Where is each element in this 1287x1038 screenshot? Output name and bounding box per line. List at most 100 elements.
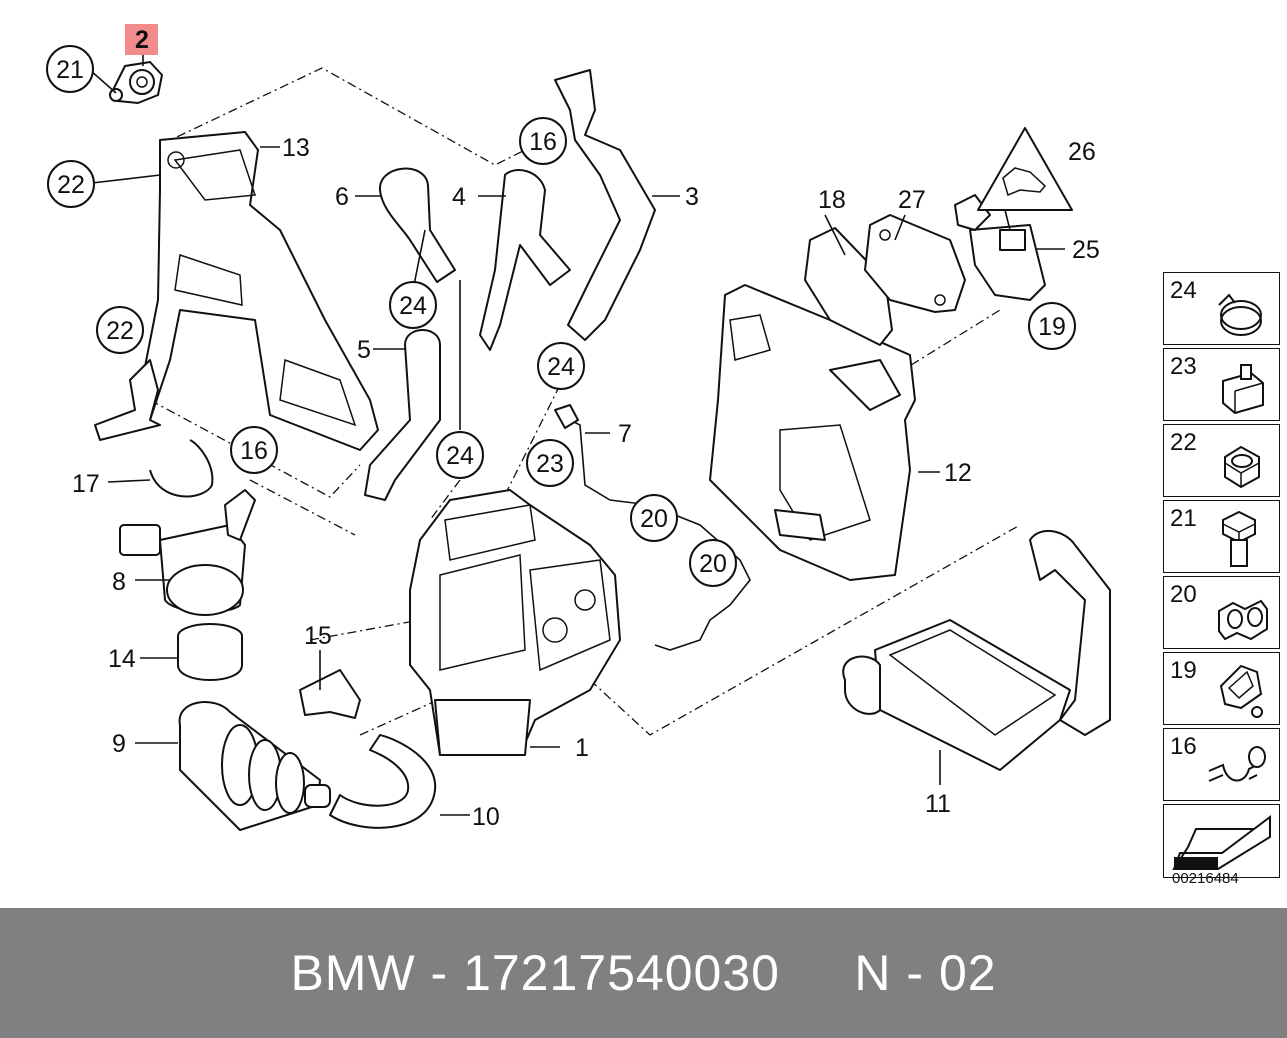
part-number-6: 6 (335, 183, 349, 211)
part-number-9: 9 (112, 730, 126, 758)
legend-number: 23 (1170, 353, 1197, 380)
legend-number: 19 (1170, 657, 1197, 684)
legend-item-23: 23 (1163, 348, 1280, 421)
leader-lines (89, 55, 1065, 816)
part-2-mount (109, 61, 163, 104)
highlight-box-part-2 (125, 24, 158, 55)
part-labels: 2 1 3 4 5 6 7 8 9 10 11 12 13 14 15 17 1… (72, 24, 1100, 831)
svg-text:21: 21 (56, 56, 84, 84)
callout-23: 23 (526, 439, 574, 487)
part-25-connector (954, 194, 1046, 301)
part-number-18: 18 (818, 186, 846, 214)
footer-banner: BMW - 17217540030 N - 02 (0, 908, 1287, 1038)
part-13-bracket (134, 131, 379, 451)
legend-number: 24 (1170, 277, 1197, 304)
svg-text:19: 19 (1038, 313, 1066, 341)
part-8-pump (119, 489, 256, 616)
hex-bolt-icon (1222, 510, 1256, 567)
part-11-muffler (842, 619, 1071, 771)
part-number-25: 25 (1072, 236, 1100, 264)
part-number-10: 10 (472, 803, 500, 831)
dash-line-right (589, 309, 1021, 736)
part-3-hose (554, 69, 656, 341)
callout-16-left: 16 (230, 426, 278, 474)
part-5-hose (364, 329, 441, 501)
part-27-cover (864, 214, 966, 313)
clip-nut-icon (1222, 364, 1264, 415)
legend-number: 16 (1170, 733, 1197, 760)
part-number-2: 2 (135, 26, 149, 54)
part-4-hose (479, 169, 571, 351)
holder-clip-icon (1219, 664, 1263, 718)
part-number-12: 12 (944, 459, 972, 487)
part-10-hose (329, 734, 437, 829)
legend-item-20: 20 (1163, 576, 1280, 649)
part-14-ring (177, 623, 243, 681)
part-number-7: 7 (618, 420, 632, 448)
part-6-hose (378, 167, 456, 283)
dash-line-center (429, 384, 561, 521)
part-15-bracket (299, 669, 361, 719)
part-number-11: 11 (925, 790, 951, 818)
footer-title: BMW - 17217540030 N - 02 (290, 945, 997, 1001)
part-number-1: 1 (575, 734, 589, 762)
callout-24-top: 24 (389, 281, 437, 329)
svg-text:23: 23 (536, 450, 564, 478)
hose-clamp-icon (1218, 293, 1262, 336)
part-number-26: 26 (1068, 138, 1096, 166)
callout-20-upper: 20 (630, 494, 678, 542)
dash-line-left (149, 399, 361, 536)
legend-number: 21 (1170, 505, 1197, 532)
legend-item-19: 19 (1163, 652, 1280, 725)
diagram-reference-number: 00216484 (1172, 870, 1239, 887)
legend-item-16: 16 (1163, 728, 1280, 801)
legend-number: 22 (1170, 429, 1197, 456)
part-18-gasket (804, 227, 893, 346)
callout-16-top: 16 (519, 117, 567, 165)
svg-text:24: 24 (399, 292, 427, 320)
legend-item-21: 21 (1163, 500, 1280, 573)
part-9-filter (178, 701, 331, 831)
part-number-5: 5 (357, 336, 371, 364)
svg-text:20: 20 (699, 550, 727, 578)
svg-text:22: 22 (57, 171, 85, 199)
part-number-4: 4 (452, 183, 466, 211)
direction-arrow-icon (1172, 815, 1271, 870)
part-number-27: 27 (898, 186, 926, 214)
part-number-17: 17 (72, 470, 100, 498)
part-17-bracket (94, 359, 214, 498)
part-7-fuel-connector (554, 404, 579, 429)
svg-text:20: 20 (640, 505, 668, 533)
svg-text:24: 24 (547, 353, 575, 381)
part-7-fuel-line (559, 414, 751, 651)
callout-22-top: 22 (47, 160, 95, 208)
svg-text:16: 16 (240, 437, 268, 465)
part-number-13: 13 (282, 134, 310, 162)
part-number-14: 14 (108, 645, 136, 673)
callout-19: 19 (1028, 302, 1076, 350)
legend-item-24: 24 (1163, 272, 1280, 345)
pipe-clip-icon (1218, 599, 1268, 641)
legend-direction-arrow (1163, 804, 1280, 878)
dash-line-top (159, 67, 526, 166)
part-11-exhaust-pipe (1029, 530, 1111, 736)
callout-24-center: 24 (537, 342, 585, 390)
part-26-warning-triangle (977, 127, 1073, 211)
hex-nut-icon (1224, 445, 1260, 489)
svg-text:16: 16 (529, 128, 557, 156)
part-12-panel (709, 284, 916, 581)
part-number-3: 3 (685, 183, 699, 211)
legend-number: 20 (1170, 581, 1197, 608)
callout-24-lower: 24 (436, 431, 484, 479)
hose-clip-icon (1208, 746, 1266, 782)
part-number-8: 8 (112, 568, 126, 596)
svg-text:22: 22 (106, 317, 134, 345)
parts-diagram: 2 1 3 4 5 6 7 8 9 10 11 12 13 14 15 17 1… (46, 24, 1111, 831)
legend-item-22: 22 (1163, 424, 1280, 497)
fastener-legend: 24 23 22 21 20 (1163, 272, 1280, 881)
part-number-15: 15 (304, 622, 332, 650)
callout-21: 21 (46, 45, 94, 93)
svg-text:24: 24 (446, 442, 474, 470)
part-1-heater (409, 489, 621, 756)
callout-20-lower: 20 (689, 539, 737, 587)
